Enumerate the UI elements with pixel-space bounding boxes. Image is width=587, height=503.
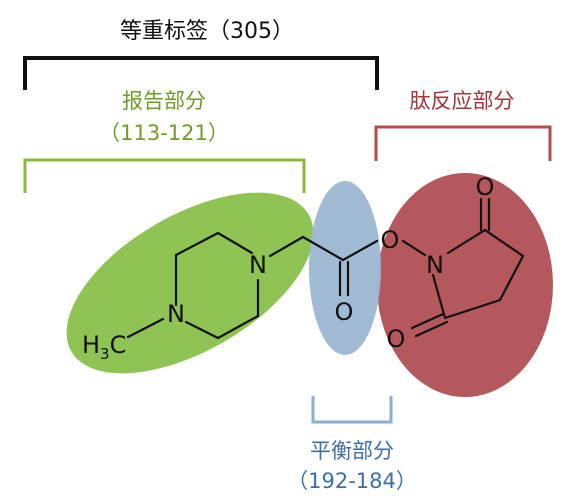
reporter-region — [66, 192, 314, 374]
succinimide-oxygen-bottom: O — [387, 325, 406, 353]
atom-h: H — [82, 331, 100, 359]
reporter-range: （113-121） — [99, 121, 229, 145]
ester-oxygen: O — [381, 226, 400, 254]
reactive-region — [377, 173, 553, 397]
total-tag-label: 等重标签（305） — [120, 19, 294, 44]
balance-label: 平衡部分 — [310, 439, 394, 463]
piperazine-n-top: N — [249, 251, 267, 279]
balance-bracket — [311, 396, 393, 424]
atom-c: C — [110, 331, 127, 359]
reactive-label: 肽反应部分 — [410, 89, 515, 113]
succinimide-oxygen-top: O — [476, 173, 495, 201]
reporter-label: 报告部分 — [122, 89, 206, 113]
carbonyl-oxygen: O — [335, 298, 354, 326]
balance-range: （192-184） — [287, 469, 417, 493]
atom-labels: H3C N N N O O O O — [82, 173, 494, 363]
molecule-bonds — [126, 197, 525, 340]
balance-region — [309, 181, 381, 355]
succinimide-n: N — [426, 251, 444, 279]
atom-h-subscript: 3 — [100, 345, 110, 363]
reactive-bracket — [374, 125, 552, 161]
methyl-label: H3C — [82, 331, 126, 363]
reporter-bracket — [23, 158, 306, 193]
piperazine-n-bottom: N — [167, 300, 185, 328]
total-tag-bracket — [23, 56, 379, 90]
